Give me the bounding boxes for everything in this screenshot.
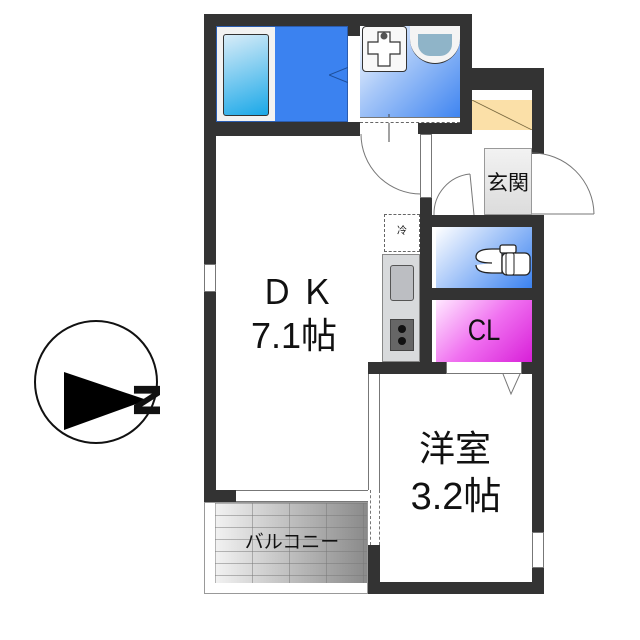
compass-north-label: N: [128, 381, 170, 419]
balcony-sliding-door-west[interactable]: [370, 490, 380, 545]
closet-door[interactable]: [446, 362, 522, 374]
window-dk-left[interactable]: [204, 264, 216, 292]
wash-basin: [410, 26, 460, 64]
bathtub: [217, 27, 275, 121]
balcony-label: バルコニー: [244, 531, 340, 553]
entrance: 玄関: [484, 148, 532, 215]
wall-closet-bottom-right: [522, 362, 544, 374]
wash-basin-bowl: [418, 34, 452, 56]
closet-label: CL: [467, 314, 501, 347]
bath-door-icon: [329, 67, 349, 84]
stove-burners-icon: [398, 325, 406, 345]
shoe-storage: [472, 100, 532, 130]
entrance-label: 玄関: [487, 171, 529, 195]
front-door-swing[interactable]: [532, 152, 612, 232]
wall-partition: [420, 198, 432, 368]
bath-door-gap: [348, 62, 360, 122]
wall-shoe-left: [460, 90, 472, 134]
kitchen-counter: [382, 254, 420, 362]
dk-room-area: 7.1帖: [250, 315, 338, 356]
wall-toilet-bottom: [432, 288, 544, 300]
window-western-right[interactable]: [532, 532, 544, 568]
closet-door-arrow-icon: [502, 374, 521, 396]
toilet-door-swing[interactable]: [432, 170, 492, 230]
wall-left-corner: [204, 490, 236, 502]
wall-wash-bottom-right: [418, 122, 472, 134]
washroom-sliding-door[interactable]: [360, 117, 460, 123]
balcony: バルコニー: [204, 502, 368, 594]
dk-room-name: ＤＫ: [260, 273, 340, 313]
balcony-window[interactable]: [236, 490, 368, 502]
closet: CL: [436, 300, 532, 362]
kitchen-sink: [390, 265, 414, 301]
wall-bottom: [368, 582, 544, 594]
stove: [390, 319, 414, 351]
bathtub-basin: [223, 34, 269, 116]
washroom: [360, 26, 460, 142]
toilet: [436, 227, 532, 288]
wall-closet-bottom-left: [368, 362, 446, 374]
western-room-area: 3.2帖: [410, 476, 502, 518]
washing-machine-icon: [367, 31, 401, 67]
balcony-floor: [215, 503, 367, 583]
toilet-icon: [475, 244, 531, 276]
north-arrow-icon: [64, 372, 147, 430]
wall-right-mid: [532, 215, 544, 535]
western-room-name: 洋室: [418, 429, 491, 470]
wall-left-upper: [204, 14, 216, 264]
partition-pillar: [420, 134, 432, 198]
wall-western-left: [368, 545, 380, 594]
compass: N: [34, 320, 169, 444]
wall-left-lower: [204, 292, 216, 502]
wall-toilet-top: [432, 215, 544, 227]
western-room-sliding-door[interactable]: [368, 374, 380, 490]
bathroom: [216, 26, 349, 122]
wall-bath-bottom: [204, 122, 360, 136]
wall-entry-top: [460, 68, 544, 90]
fridge-label: 冷: [397, 226, 407, 237]
fridge-space: 冷: [384, 214, 420, 252]
washing-machine: [362, 26, 407, 72]
wall-entry-right: [532, 68, 544, 154]
